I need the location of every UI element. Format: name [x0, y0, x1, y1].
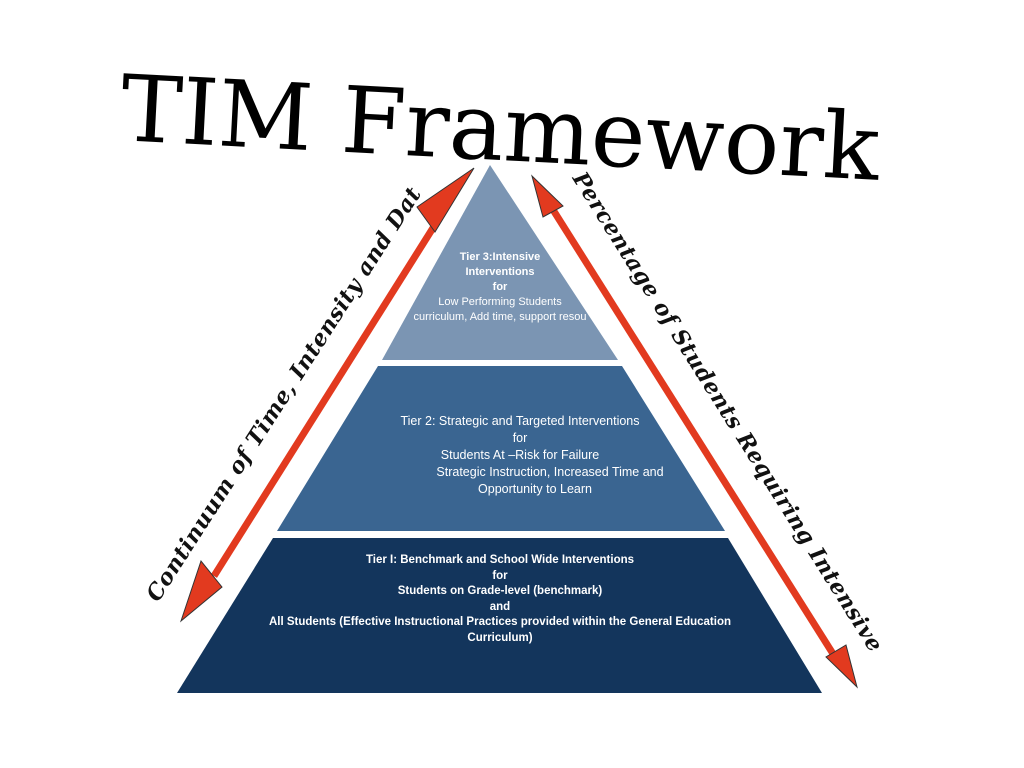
right-arrow-head-down: [825, 644, 858, 689]
tier2-description-cont: Opportunity to Learn: [478, 482, 592, 496]
left-arrow-head-up: [416, 167, 475, 233]
left-arrow-head-down: [179, 559, 223, 623]
tier1-and: and: [489, 600, 511, 613]
tier1-for: for: [492, 569, 508, 582]
tier2-heading: Tier 2: Strategic and Targeted Intervent…: [400, 414, 640, 428]
title-graphic: TIM Framework: [118, 55, 883, 200]
tier2-band: [277, 366, 725, 531]
tier3-description: curriculum, Add time, support resou: [413, 311, 587, 323]
right-double-arrow: [531, 174, 858, 689]
left-double-arrow: [179, 167, 475, 623]
left-arrow-shaft: [211, 210, 446, 578]
tier2-description: Strategic Instruction, Increased Time an…: [436, 465, 664, 479]
tier3-band: [382, 165, 618, 360]
tier1-text-block: Tier I: Benchmark and School Wide Interv…: [230, 553, 770, 646]
tier3-heading: Tier 3:Intensive: [459, 251, 541, 263]
tier2-audience: Students At –Risk for Failure: [440, 448, 600, 462]
tier3-subheading: Interventions: [465, 266, 535, 278]
tier2-for: for: [512, 431, 528, 445]
tier2-text-block: Tier 2: Strategic and Targeted Intervent…: [320, 413, 720, 498]
tier3-text-block: Tier 3:Intensive Interventions for Low P…: [380, 250, 620, 360]
right-arrow-head-up: [531, 174, 564, 218]
tier1-band: [177, 538, 822, 693]
tier1-audience: Students on Grade-level (benchmark): [397, 585, 603, 597]
tier1-heading: Tier I: Benchmark and School Wide Interv…: [365, 554, 635, 566]
tier3-for: for: [492, 281, 508, 293]
tier1-description: All Students (Effective Instructional Pr…: [268, 616, 731, 628]
tier3-audience: Low Performing Students: [438, 296, 562, 308]
right-arrow-shaft: [547, 203, 838, 659]
tier1-description-cont: Curriculum): [467, 631, 533, 644]
